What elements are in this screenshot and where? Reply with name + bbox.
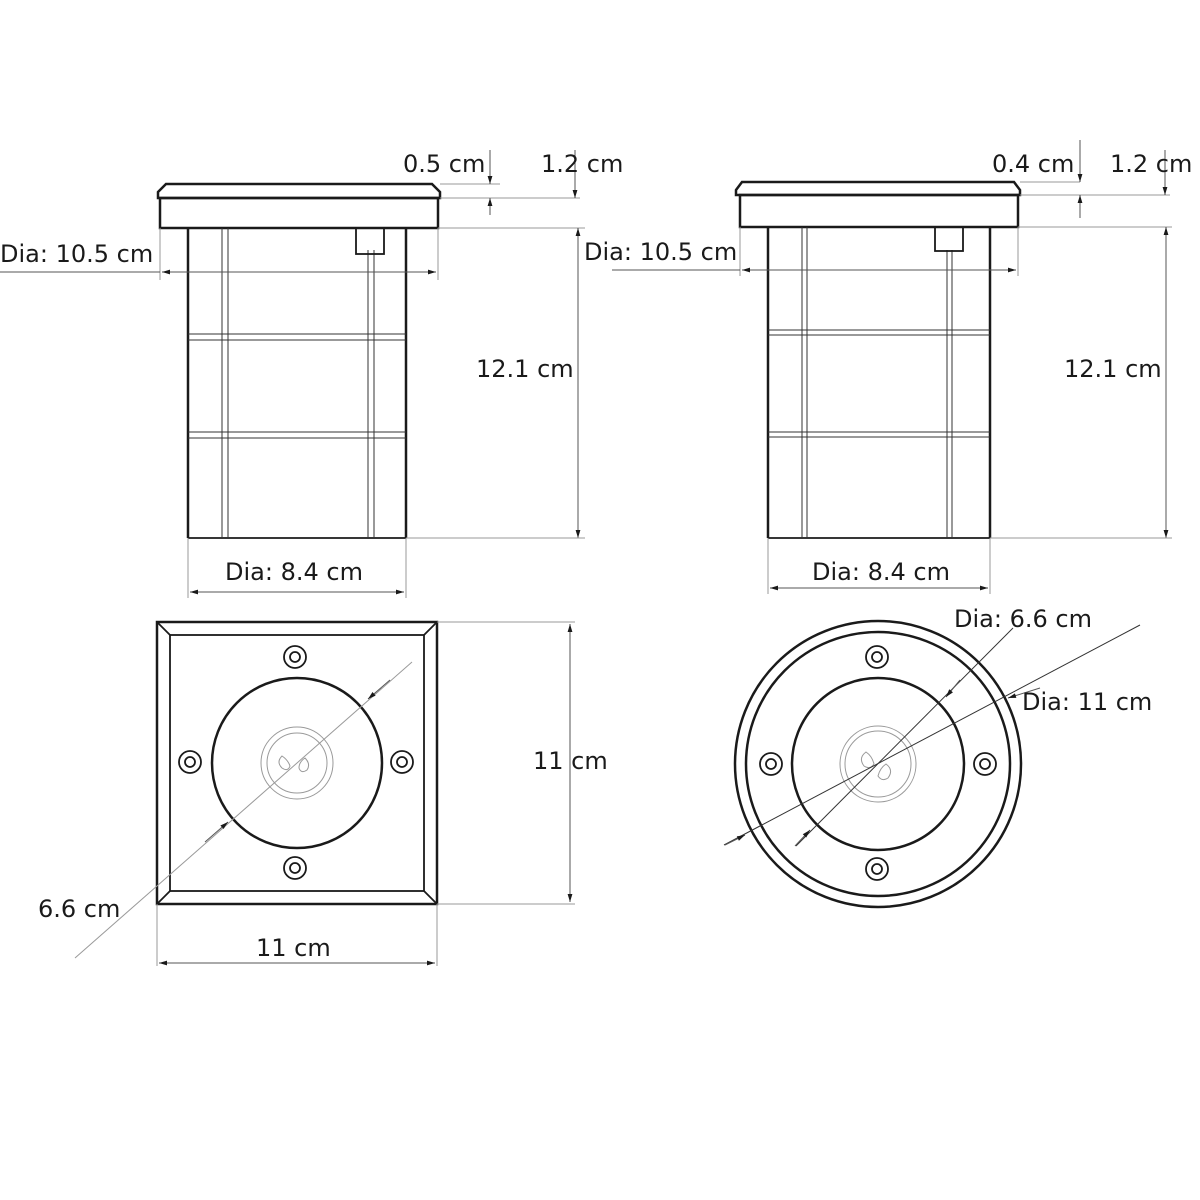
round-top-inner-diameter-label: Dia: 6.6 cm xyxy=(954,605,1092,633)
square-body-diameter-label: Dia: 8.4 cm xyxy=(225,558,363,586)
square-fixture-top-view xyxy=(74,620,575,966)
round-head-diameter-label: Dia: 10.5 cm xyxy=(584,238,737,266)
round-flange-thickness-label: 0.4 cm xyxy=(992,150,1074,178)
round-fixture-side-view xyxy=(612,140,1172,594)
round-body-height-label: 12.1 cm xyxy=(1064,355,1162,383)
square-body-height-label: 12.1 cm xyxy=(476,355,574,383)
round-top-outer-diameter-label: Dia: 11 cm xyxy=(1022,688,1152,716)
square-top-width-label: 11 cm xyxy=(256,934,331,962)
square-head-height-label: 1.2 cm xyxy=(541,150,623,178)
square-flange-thickness-label: 0.5 cm xyxy=(403,150,485,178)
round-body-diameter-label: Dia: 8.4 cm xyxy=(812,558,950,586)
square-top-inner-diameter-label: 6.6 cm xyxy=(38,895,120,923)
round-head-height-label: 1.2 cm xyxy=(1110,150,1192,178)
square-top-height-label: 11 cm xyxy=(533,747,608,775)
square-fixture-side-view xyxy=(0,150,585,598)
square-head-diameter-label: Dia: 10.5 cm xyxy=(0,240,153,268)
round-fixture-top-view xyxy=(723,619,1141,909)
